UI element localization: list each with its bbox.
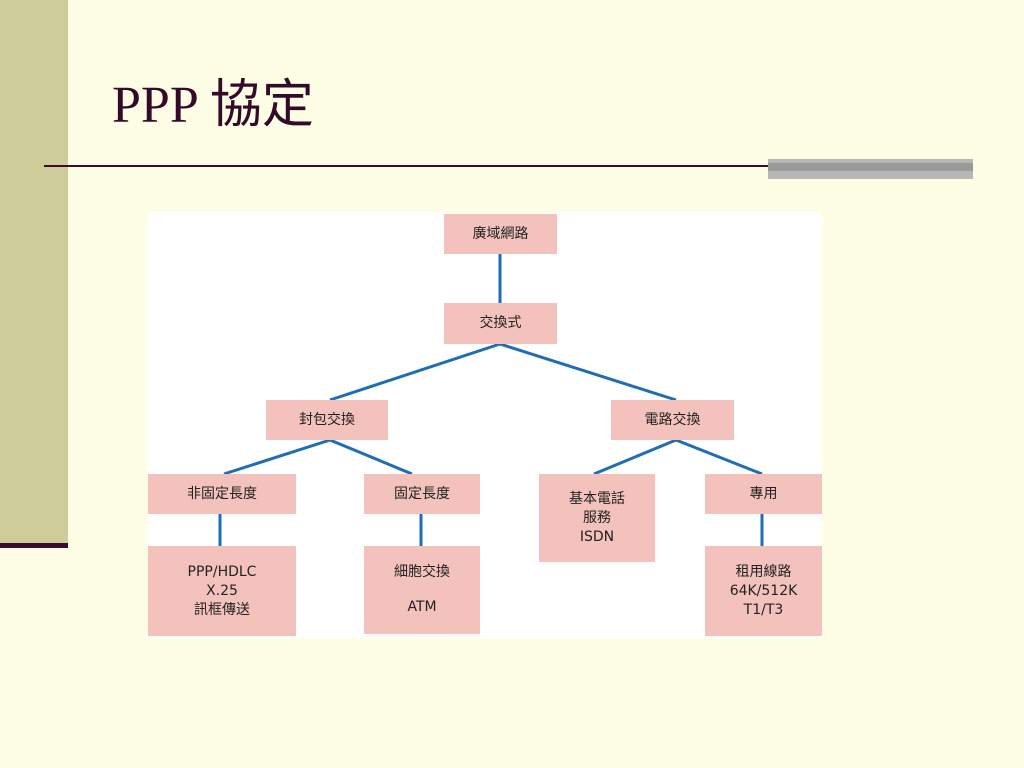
node-fixed-length: 固定長度 (364, 474, 480, 514)
edge-circuit-dedicated (675, 438, 763, 476)
connector-lines (218, 254, 764, 546)
node-frame-transfer: PPP/HDLC X.25 訊框傳送 (148, 546, 296, 636)
title-divider-block (768, 159, 973, 179)
node-wan: 廣域網路 (444, 214, 557, 254)
node-cell-switching: 細胞交換 ATM (364, 546, 480, 634)
edge-circuit-basic (593, 438, 677, 476)
edge-switched-circuit (499, 342, 677, 402)
edge-packet-fixed (329, 438, 413, 476)
node-switched: 交換式 (444, 303, 557, 344)
title-divider (44, 165, 772, 167)
node-dedicated: 專用 (705, 474, 822, 514)
edge-packet-variable (223, 438, 331, 476)
node-variable-length: 非固定長度 (148, 474, 296, 514)
node-leased-line: 租用線路 64K/512K T1/T3 (705, 546, 822, 636)
node-packet-switching: 封包交換 (266, 400, 388, 440)
node-basic-phone-service: 基本電話 服務 ISDN (539, 474, 655, 562)
edge-switched-packet (329, 342, 501, 402)
wan-hierarchy-diagram: 廣域網路 交換式 封包交換 電路交換 非固定長度 固定長度 基本電話 服務 IS… (148, 212, 822, 638)
sidebar-bar (0, 0, 68, 545)
node-circuit-switching: 電路交換 (611, 400, 734, 440)
slide-title: PPP 協定 (112, 77, 314, 134)
sidebar-accent-line (0, 543, 68, 548)
